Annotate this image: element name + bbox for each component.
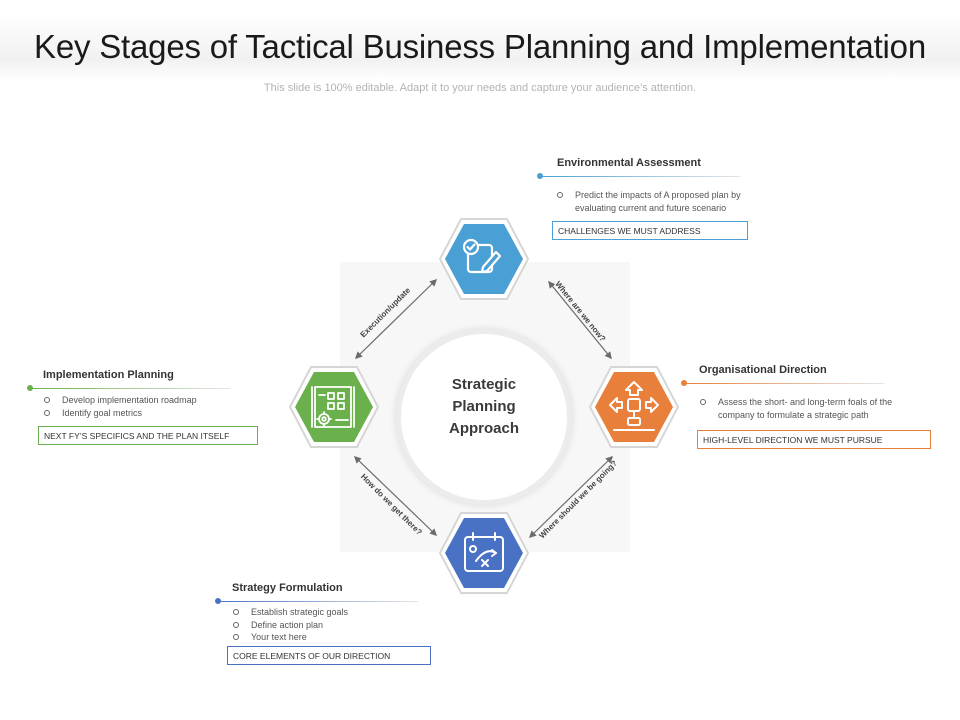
organisational-bullet-1: Assess the short- and long-term foals of… bbox=[699, 396, 919, 421]
direction-flowchart-icon bbox=[609, 381, 659, 431]
strategy-bullets: Establish strategic goals Define action … bbox=[232, 606, 452, 644]
strategy-board-icon bbox=[464, 532, 504, 572]
environmental-bullets: Predict the impacts of A proposed plan b… bbox=[556, 189, 776, 214]
implementation-bullet-1: Develop implementation roadmap bbox=[43, 394, 263, 407]
hex-organisational bbox=[588, 366, 680, 448]
strategy-tag: CORE ELEMENTS OF OUR DIRECTION bbox=[227, 646, 431, 665]
strategy-bullet-2: Define action plan bbox=[232, 619, 452, 632]
hex-implementation bbox=[288, 366, 380, 448]
strategy-bullet-1: Establish strategic goals bbox=[232, 606, 452, 619]
organisational-tag: HIGH-LEVEL DIRECTION WE MUST PURSUE bbox=[697, 430, 931, 449]
implementation-bullets: Develop implementation roadmap Identify … bbox=[43, 394, 263, 419]
environmental-heading: Environmental Assessment bbox=[557, 157, 701, 169]
slide-subtitle: This slide is 100% editable. Adapt it to… bbox=[263, 82, 697, 94]
hex-strategy bbox=[438, 512, 530, 594]
environmental-bullet-1: Predict the impacts of A proposed plan b… bbox=[556, 189, 776, 214]
implementation-heading: Implementation Planning bbox=[43, 369, 174, 381]
implementation-tag: NEXT FY’S SPECIFICS AND THE PLAN ITSELF bbox=[38, 426, 258, 445]
arrow-top-left bbox=[354, 278, 438, 360]
organisational-underline bbox=[684, 383, 884, 384]
center-line-1: Strategic bbox=[451, 376, 517, 393]
slide-title: Key Stages of Tactical Business Planning… bbox=[34, 28, 926, 65]
arrow-bottom-right bbox=[528, 455, 614, 539]
roadmap-gear-icon bbox=[311, 386, 355, 428]
strategy-underline bbox=[218, 601, 418, 602]
hex-environmental bbox=[438, 218, 530, 300]
arrow-bottom-left bbox=[353, 456, 438, 536]
implementation-underline bbox=[30, 388, 230, 389]
strategy-heading: Strategy Formulation bbox=[232, 582, 343, 594]
arrow-top-right bbox=[548, 280, 612, 360]
center-ring bbox=[396, 329, 572, 505]
center-label: Strategic Planning Approach bbox=[409, 374, 559, 440]
organisational-bullets: Assess the short- and long-term foals of… bbox=[699, 396, 919, 421]
center-line-3: Approach bbox=[448, 420, 519, 437]
center-line-2: Planning bbox=[452, 398, 516, 415]
organisational-heading: Organisational Direction bbox=[699, 364, 827, 376]
title-band bbox=[0, 14, 960, 80]
environmental-tag: CHALLENGES WE MUST ADDRESS bbox=[552, 221, 748, 240]
environmental-underline bbox=[540, 176, 740, 177]
checklist-pencil-icon bbox=[462, 238, 502, 274]
strategy-bullet-3: Your text here bbox=[232, 631, 452, 644]
implementation-bullet-2: Identify goal metrics bbox=[43, 407, 263, 420]
